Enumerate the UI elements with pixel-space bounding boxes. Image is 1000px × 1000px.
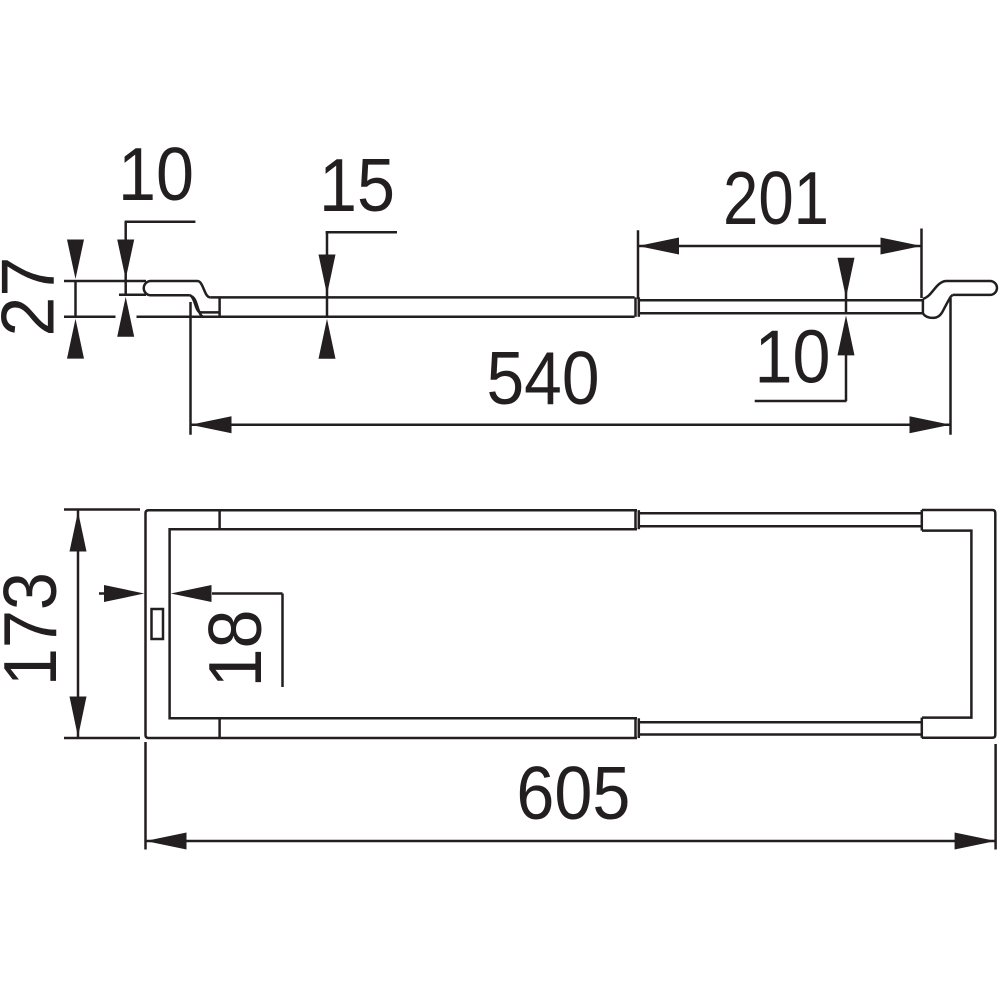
svg-text:27: 27 <box>0 257 69 337</box>
svg-text:540: 540 <box>487 336 600 420</box>
svg-text:10: 10 <box>755 315 831 399</box>
svg-text:173: 173 <box>0 572 72 686</box>
svg-text:18: 18 <box>193 610 277 688</box>
svg-text:201: 201 <box>723 156 829 240</box>
svg-text:10: 10 <box>118 132 194 216</box>
svg-text:15: 15 <box>319 143 395 227</box>
svg-text:605: 605 <box>516 751 630 835</box>
